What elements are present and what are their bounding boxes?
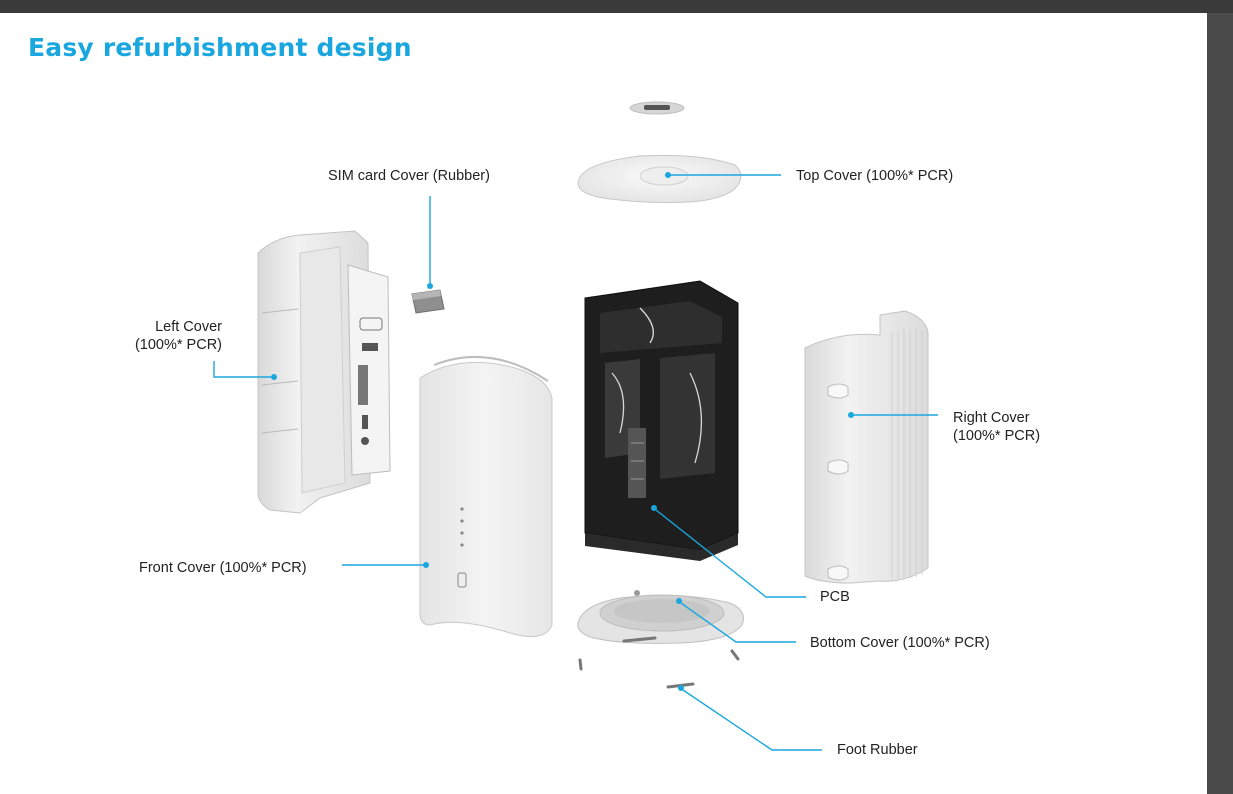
sim-card-cover-part [411,289,445,314]
pcb-chassis-part [584,280,739,561]
leader-front-cover [342,562,429,568]
label-pcb: PCB [820,589,850,605]
top-badge-part [629,101,685,115]
label-left-cover-line1: Left Cover [155,319,222,335]
leader-bottom-cover [676,598,796,643]
document-page: Easy refurbishment design [0,13,1207,794]
label-right-cover-line1: Right Cover [953,410,1030,426]
label-left-cover: Left Cover (100%* PCR) [122,318,222,354]
label-sim-card-cover: SIM card Cover (Rubber) [328,168,490,184]
bottom-cover-part [577,590,744,644]
right-cover-part [804,310,929,584]
leader-left-cover [213,361,277,380]
label-foot-rubber: Foot Rubber [837,742,918,758]
label-right-cover: Right Cover (100%* PCR) [953,409,1040,445]
label-left-cover-line2: (100%* PCR) [134,337,222,353]
label-top-cover: Top Cover (100%* PCR) [796,168,954,184]
leader-sim-card-cover [427,196,433,289]
front-cover-part [419,356,553,638]
top-cover-part [577,154,742,204]
scrollbar-track[interactable] [1207,13,1233,794]
foot-rubber-parts [578,636,740,689]
leader-lines [213,172,938,751]
exploded-view-diagram [213,101,938,751]
leader-top-cover [665,172,781,178]
label-right-cover-line2: (100%* PCR) [953,428,1041,444]
leader-right-cover [848,412,938,418]
left-cover-part [257,230,391,514]
window-top-bar [0,0,1233,13]
label-front-cover: Front Cover (100%* PCR) [139,560,307,576]
label-bottom-cover: Bottom Cover (100%* PCR) [810,635,990,651]
leader-foot-rubber [678,685,822,751]
leader-pcb [651,505,806,598]
page-title: Easy refurbishment design [28,33,412,62]
